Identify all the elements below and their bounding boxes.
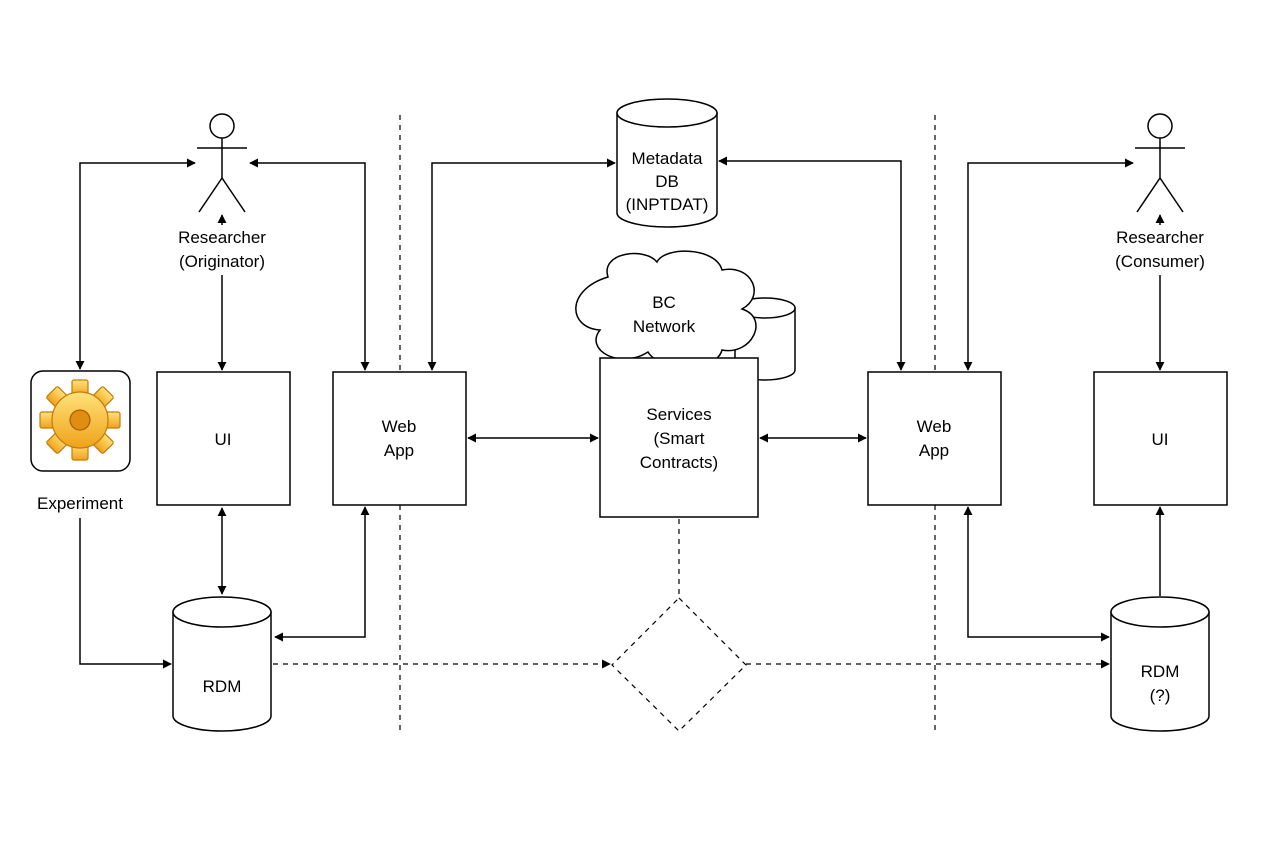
rdm-left-label: RDM [203, 677, 242, 696]
ui-left-label: UI [215, 430, 232, 449]
bc-network-label-line1: BC [652, 293, 676, 312]
services-label-line3: Contracts) [640, 453, 718, 472]
ui-right-label: UI [1152, 430, 1169, 449]
researcher-originator-actor [197, 113, 247, 213]
metadata-db-label-line2: DB [655, 172, 679, 191]
webapp-left-label-line1: Web [382, 417, 417, 436]
exchange-diamond [611, 597, 747, 732]
experiment-label: Experiment [37, 494, 123, 513]
webapp-left-label-line2: App [384, 441, 414, 460]
researcher-consumer-actor [1135, 113, 1185, 213]
webapp-left-box [332, 371, 467, 506]
connector-experiment-rdm-left [79, 518, 172, 669]
connector-webapp-right-researcher [963, 158, 1134, 371]
services-label-line1: Services [646, 405, 711, 424]
webapp-right-label-line1: Web [917, 417, 952, 436]
connector-researcher-webapp-left [249, 158, 370, 371]
connector-webapp-left-metadata [427, 158, 616, 371]
researcher-originator-label-line2: (Originator) [179, 252, 265, 271]
researcher-originator-label-line1: Researcher [178, 228, 266, 247]
webapp-right-label-line2: App [919, 441, 949, 460]
researcher-consumer-label-line2: (Consumer) [1115, 252, 1205, 271]
rdm-right-cylinder [1110, 596, 1210, 732]
metadata-db-label-line1: Metadata [632, 149, 703, 168]
metadata-db-label-line3: (INPTDAT) [626, 195, 709, 214]
webapp-right-box [867, 371, 1002, 506]
ui-right-box [1093, 371, 1228, 506]
connector-metadata-webapp-right [718, 156, 906, 371]
researcher-consumer-label-line1: Researcher [1116, 228, 1204, 247]
rdm-left-cylinder [172, 596, 272, 732]
metadata-db-cylinder [616, 98, 718, 228]
rdm-right-label-line1: RDM [1141, 662, 1180, 681]
gear-icon [39, 379, 121, 461]
rdm-right-label-line2: (?) [1150, 686, 1171, 705]
connector-researcher-experiment [75, 158, 196, 370]
services-label-line2: (Smart [654, 429, 705, 448]
connector-webapp-rdm-left [274, 506, 370, 642]
ui-left-box [156, 371, 291, 506]
bc-network-label-line2: Network [633, 317, 696, 336]
services-box [599, 357, 759, 518]
connector-webapp-rdm-right [963, 506, 1110, 642]
